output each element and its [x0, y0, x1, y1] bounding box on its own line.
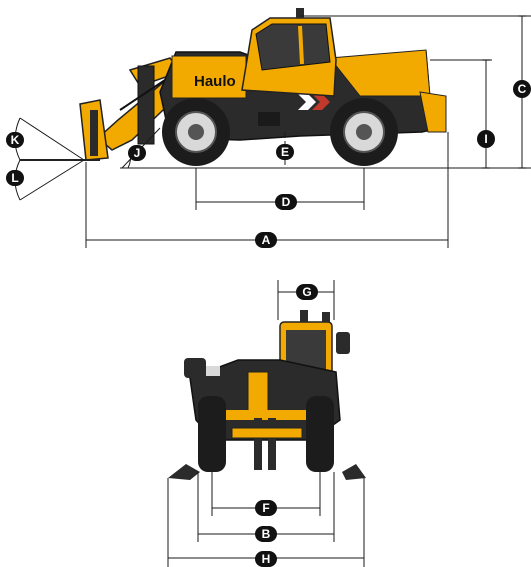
label-G: G	[296, 284, 318, 300]
label-A: A	[255, 232, 277, 248]
svg-text:D: D	[282, 195, 291, 209]
dimension-labels: A B C D E F G H I J K L	[6, 80, 531, 567]
front-wheel	[162, 98, 230, 166]
svg-text:F: F	[262, 501, 269, 515]
label-J: J	[128, 145, 146, 161]
svg-text:I: I	[484, 132, 487, 146]
label-K: K	[6, 132, 24, 148]
label-L: L	[6, 170, 24, 186]
svg-text:C: C	[518, 82, 527, 96]
svg-text:B: B	[262, 527, 271, 541]
side-view: Haulo	[14, 8, 531, 248]
svg-text:E: E	[281, 145, 289, 159]
svg-text:J: J	[134, 146, 141, 160]
label-H: H	[255, 551, 277, 567]
chassis: Haulo	[159, 49, 447, 141]
label-I: I	[477, 130, 495, 148]
right-stabilizer	[342, 464, 366, 480]
cab	[241, 8, 337, 97]
front-left-tire	[198, 396, 226, 472]
label-F: F	[255, 500, 277, 516]
svg-text:K: K	[11, 133, 20, 147]
left-stabilizer	[168, 464, 200, 480]
front-body	[184, 358, 341, 441]
svg-text:A: A	[262, 233, 271, 247]
fork-carriage	[20, 99, 109, 161]
label-D: D	[275, 194, 297, 210]
brand-logo-text: Haulo	[194, 73, 236, 90]
label-E: E	[276, 144, 294, 160]
label-B: B	[255, 526, 277, 542]
rear-wheel	[330, 98, 398, 166]
svg-text:L: L	[11, 171, 18, 185]
svg-text:H: H	[262, 552, 271, 566]
label-C: C	[513, 80, 531, 98]
svg-text:G: G	[302, 285, 311, 299]
front-view	[167, 280, 366, 567]
front-right-tire	[306, 396, 334, 472]
